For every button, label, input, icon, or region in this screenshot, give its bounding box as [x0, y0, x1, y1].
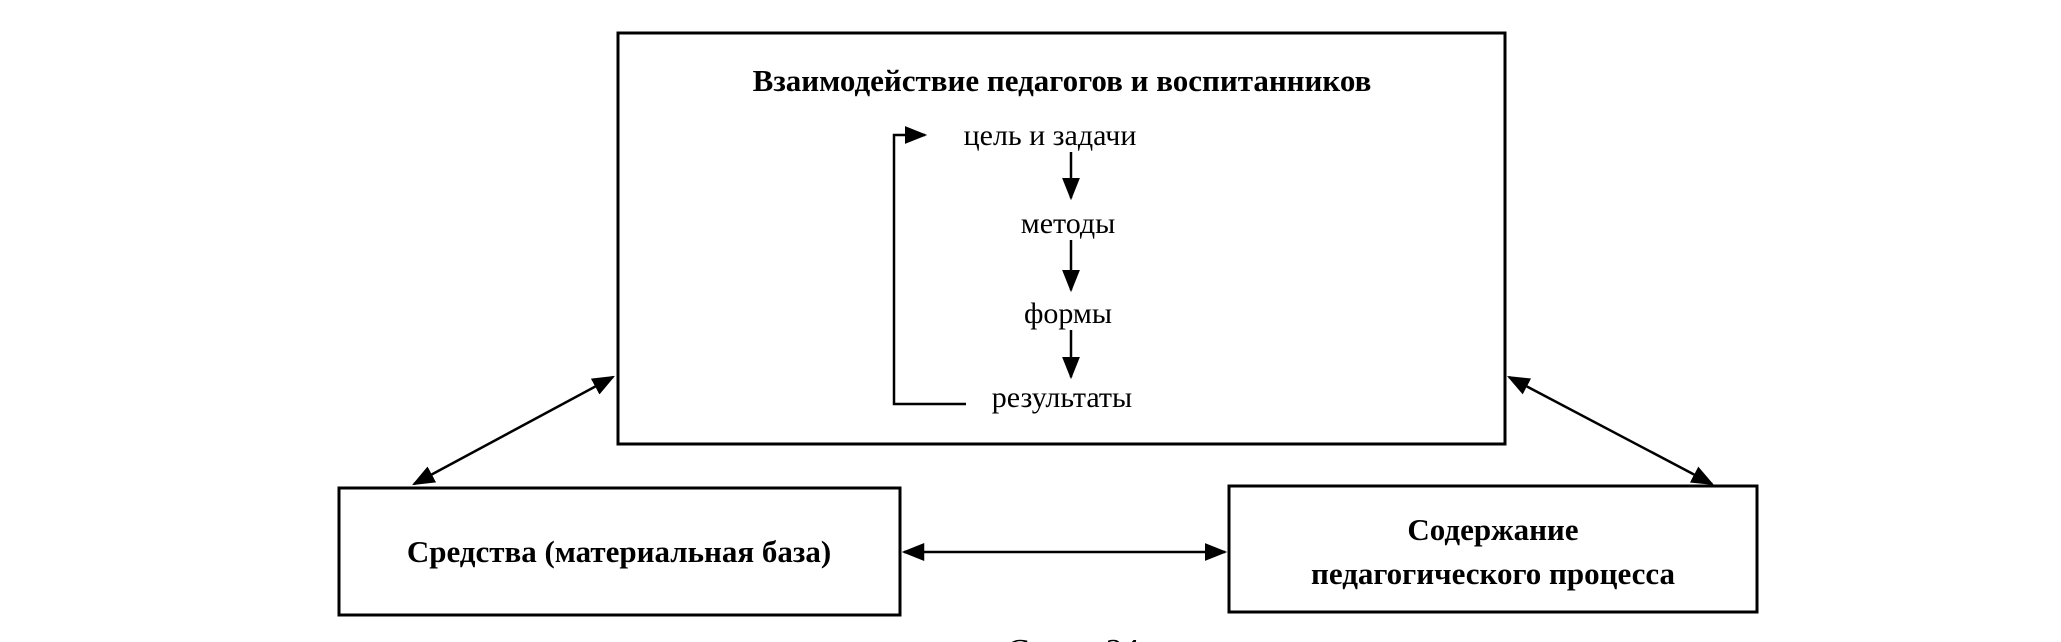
arrow-top-right	[1507, 375, 1714, 486]
caption: Схема 24	[1004, 633, 1137, 642]
cycle-goal: цель и задачи	[964, 119, 1137, 152]
cycle-forms: формы	[1024, 297, 1112, 330]
arrow-left-top	[412, 375, 615, 486]
right-box-line1: Содержание	[1407, 512, 1578, 547]
left-box-label: Средства (материальная база)	[407, 534, 831, 569]
left-box: Средства (материальная база)	[337, 486, 902, 617]
feedback-loop-arrow	[892, 126, 966, 406]
cycle-results: результаты	[992, 381, 1132, 414]
top-box-title: Взаимодействие педагогов и воспитанников	[753, 63, 1372, 98]
right-box: Содержание педагогического процесса	[1227, 484, 1759, 614]
top-box: Взаимодействие педагогов и воспитанников…	[616, 31, 1507, 446]
right-box-line2: педагогического процесса	[1311, 556, 1676, 591]
cycle-methods: методы	[1021, 207, 1116, 240]
